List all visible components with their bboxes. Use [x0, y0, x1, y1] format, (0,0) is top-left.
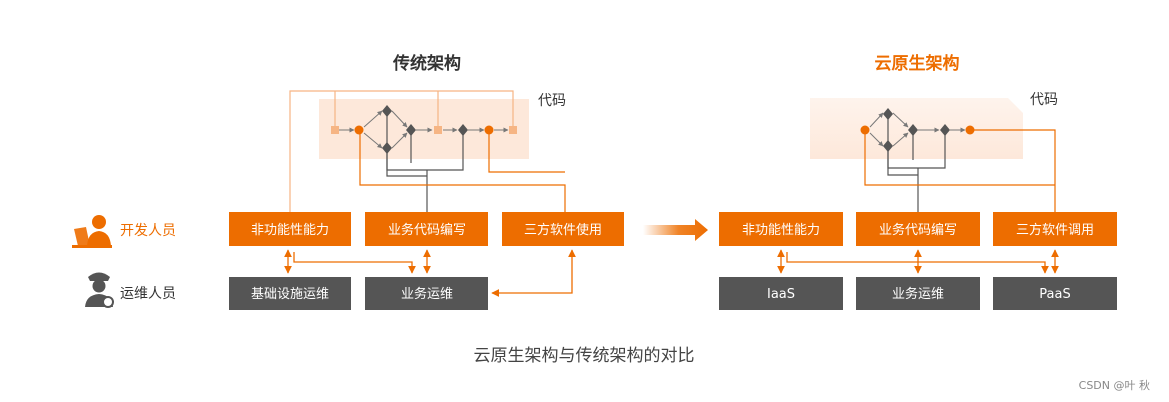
trad-box-infra-ops: [229, 277, 351, 310]
trad-box-infra-ops-label: 基础设施运维: [251, 287, 329, 302]
traditional-title: 传统架构: [392, 53, 461, 74]
operator-label: 运维人员: [120, 286, 176, 302]
cloud-box-thirdparty: [993, 212, 1117, 246]
cloud-box-nonfunctional-label: 非功能性能力: [742, 223, 820, 238]
trad-ops-links: [284, 249, 576, 297]
cloud-native-ops-boxes: IaaS 业务运维 PaaS: [719, 277, 1117, 310]
watermark: CSDN @叶 秋: [1079, 378, 1150, 392]
traditional-code-label: 代码: [538, 93, 566, 109]
trad-box-thirdparty: [502, 212, 624, 246]
developer-icon: [72, 215, 112, 248]
trad-box-business-code: [365, 212, 488, 246]
diagram-caption: 云原生架构与传统架构的对比: [474, 346, 695, 366]
cloud-box-business-ops-label: 业务运维: [892, 286, 944, 302]
cloud-native-code-area: 代码: [810, 92, 1058, 212]
trad-box-nonfunctional-label: 非功能性能力: [251, 223, 329, 238]
trad-nonfunctional-connector: [289, 90, 514, 212]
traditional-code-background: [319, 99, 529, 159]
operator-icon: [85, 272, 114, 308]
developer-label: 开发人员: [120, 223, 176, 239]
traditional-dev-boxes: 非功能性能力 业务代码编写 三方软件使用: [229, 212, 624, 246]
transition-arrow: [643, 219, 708, 241]
traditional-ops-boxes: 基础设施运维 业务运维: [229, 277, 488, 310]
traditional-code-area: 代码: [289, 90, 566, 212]
cloud-box-paas-label: PaaS: [1039, 287, 1070, 302]
cloud-box-business-code-label: 业务代码编写: [879, 222, 957, 238]
cloud-box-nonfunctional: [719, 212, 843, 246]
cloud-box-paas: [993, 277, 1117, 310]
trad-box-business-ops: [365, 277, 488, 310]
trad-box-business-ops-label: 业务运维: [401, 286, 453, 302]
cloud-box-iaas: [719, 277, 843, 310]
cloud-native-title: 云原生架构: [875, 53, 960, 74]
cloud-box-iaas-label: IaaS: [767, 287, 795, 302]
cloud-ops-links: [777, 249, 1059, 274]
cloud-native-dev-boxes: 非功能性能力 业务代码编写 三方软件调用: [719, 212, 1117, 246]
trad-box-thirdparty-label: 三方软件使用: [524, 222, 602, 238]
cloud-native-code-label: 代码: [1030, 92, 1058, 108]
cloud-box-business-ops: [856, 277, 980, 310]
trad-box-nonfunctional: [229, 212, 351, 246]
trad-box-business-code-label: 业务代码编写: [388, 222, 466, 238]
cloud-box-thirdparty-label: 三方软件调用: [1016, 222, 1094, 238]
cloud-box-business-code: [856, 212, 980, 246]
